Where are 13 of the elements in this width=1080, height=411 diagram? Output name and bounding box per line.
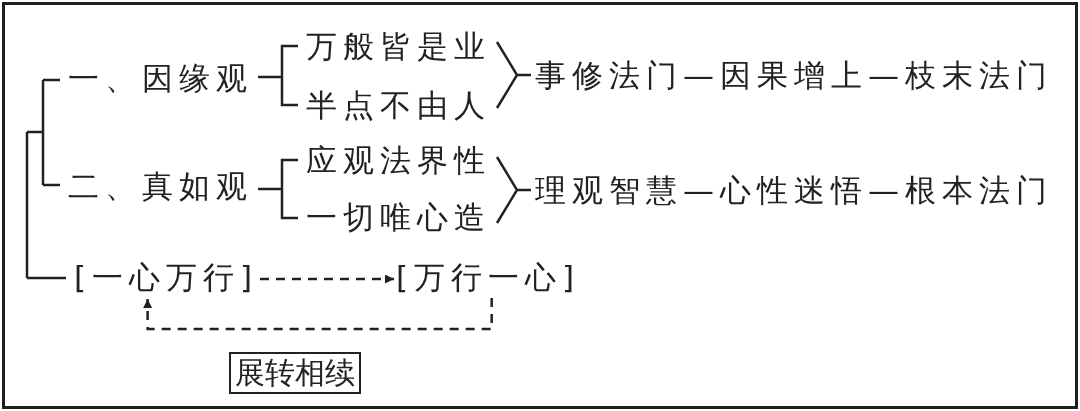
arrow [260, 274, 394, 284]
branch-label: 一、因缘观 [68, 58, 253, 98]
bracketed-text: [一心万行] [74, 257, 259, 297]
item-text: 一切唯心造 [306, 197, 491, 237]
result-text: 理观智慧—心性迷悟—根本法门 [535, 170, 1053, 210]
branch-label: 二、真如观 [68, 166, 253, 206]
bracketed-text: [万行一心] [396, 257, 581, 297]
result-text: 事修法门—因果增上—枝末法门 [535, 55, 1053, 95]
arrow [143, 298, 493, 331]
item-text: 应观法界性 [306, 140, 491, 180]
item-text: 万般皆是业 [306, 26, 491, 66]
edge-label: 展转相续 [229, 352, 361, 394]
item-text: 半点不由人 [306, 85, 491, 125]
